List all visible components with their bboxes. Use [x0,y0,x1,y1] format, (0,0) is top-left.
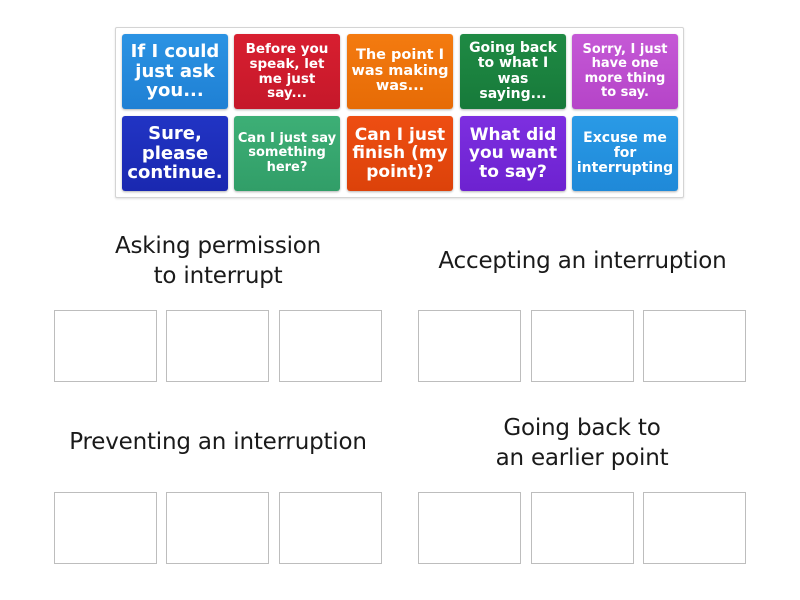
drop-slot-accepting-1[interactable] [418,310,521,382]
card-label: Excuse me for interrupting [576,129,674,177]
group-title-going-back: Going back to an earlier point [418,413,746,473]
card-going-back-to-what-i-was-saying[interactable]: Going back to what I was saying... [460,34,566,109]
group-title-line: an earlier point [495,445,669,471]
card-label: The point I was making was... [351,47,449,95]
drop-slot-asking-3[interactable] [279,310,382,382]
card-sure-please-continue[interactable]: Sure, please continue. [122,116,228,191]
card-sorry-one-more-thing[interactable]: Sorry, I just have one more thing to say… [572,34,678,109]
drop-slot-asking-1[interactable] [54,310,157,382]
drop-slot-preventing-2[interactable] [166,492,269,564]
card-label: If I could just ask you... [130,41,220,102]
group-title-line: Asking permission [114,233,322,259]
card-label: Sure, please continue. [127,123,223,184]
card-if-i-could-just-ask-you[interactable]: If I could just ask you... [122,34,228,109]
card-label: Sorry, I just have one more thing to say… [582,42,668,100]
card-label: Before you speak, let me just say... [245,41,329,102]
group-title-line: Accepting an interruption [438,248,727,274]
drop-slot-going-back-1[interactable] [418,492,521,564]
drop-slot-preventing-1[interactable] [54,492,157,564]
drop-slot-going-back-3[interactable] [643,492,746,564]
drop-slot-accepting-2[interactable] [531,310,634,382]
group-title-asking-permission: Asking permission to interrupt [54,231,382,291]
card-can-i-just-finish[interactable]: Can I just finish (my point)? [347,116,453,191]
card-can-i-just-say-something[interactable]: Can I just say something here? [234,116,340,191]
group-title-accepting: Accepting an interruption [405,246,760,276]
card-label: What did you want to say? [468,124,558,182]
group-title-line: Going back to [503,415,661,441]
drop-slot-preventing-3[interactable] [279,492,382,564]
card-before-you-speak[interactable]: Before you speak, let me just say... [234,34,340,109]
drop-slot-asking-2[interactable] [166,310,269,382]
card-label: Can I just finish (my point)? [352,124,448,182]
drop-slot-accepting-3[interactable] [643,310,746,382]
card-the-point-i-was-making[interactable]: The point I was making was... [347,34,453,109]
group-title-line: to interrupt [153,263,283,289]
card-label: Can I just say something here? [237,131,337,175]
drop-slot-going-back-2[interactable] [531,492,634,564]
card-what-did-you-want-to-say[interactable]: What did you want to say? [460,116,566,191]
group-title-line: Preventing an interruption [69,429,367,455]
card-label: Going back to what I was saying... [469,40,557,102]
card-excuse-me-for-interrupting[interactable]: Excuse me for interrupting [572,116,678,191]
group-title-preventing: Preventing an interruption [40,427,396,457]
